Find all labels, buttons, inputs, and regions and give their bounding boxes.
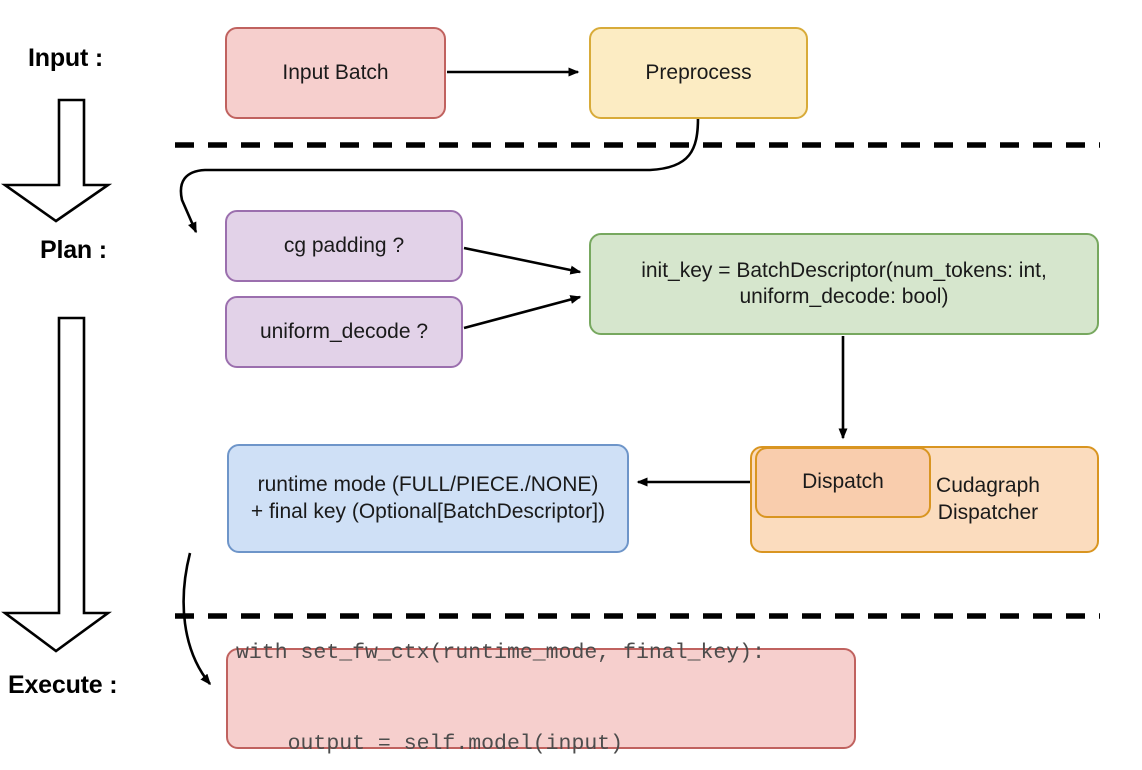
node-runtime-mode[interactable]: runtime mode (FULL/PIECE./NONE) + final … (227, 444, 629, 553)
node-cudagraph-dispatcher-line1: Cudagraph (936, 474, 1040, 498)
stage-label-plan: Plan : (40, 236, 107, 264)
node-init-key-line2: uniform_decode: bool) (739, 285, 949, 308)
node-init-key[interactable]: init_key = BatchDescriptor(num_tokens: i… (589, 233, 1099, 335)
node-execute-code-line1: with set_fw_ctx(runtime_mode, final_key)… (236, 641, 765, 666)
node-cg-padding-label: cg padding ? (283, 233, 405, 257)
node-init-key-text: init_key = BatchDescriptor(num_tokens: i… (641, 258, 1047, 311)
node-cg-padding[interactable]: cg padding ? (225, 210, 463, 282)
node-execute-code-text: with set_fw_ctx(runtime_mode, final_key)… (236, 578, 765, 770)
edge-uniform-decode-to-init-key (463, 295, 582, 330)
node-execute-code[interactable]: with set_fw_ctx(runtime_mode, final_key)… (226, 641, 856, 756)
node-runtime-mode-text: runtime mode (FULL/PIECE./NONE) + final … (251, 472, 605, 525)
node-runtime-mode-line2: + final key (Optional[BatchDescriptor]) (250, 499, 606, 523)
edge-cg-padding-to-init-key (463, 246, 582, 275)
node-cudagraph-dispatcher-line2: Dispatcher (937, 500, 1039, 524)
node-input-batch[interactable]: Input Batch (225, 27, 446, 119)
stage-arrow-input-to-plan (0, 98, 113, 223)
node-init-key-line1: init_key = BatchDescriptor(num_tokens: i… (641, 258, 1047, 282)
node-execute-code-line2: output = self.model(input) (236, 731, 624, 756)
stage-label-input: Input : (28, 44, 103, 72)
stage-arrow-plan-to-execute (1, 316, 112, 653)
node-preprocess-label: Preprocess (645, 60, 752, 84)
node-cudagraph-dispatcher-text: Cudagraph Dispatcher (899, 473, 1077, 526)
stage-label-execute: Execute : (8, 671, 118, 699)
node-uniform-decode-label: uniform_decode ? (259, 319, 429, 343)
node-runtime-mode-line1: runtime mode (FULL/PIECE./NONE) (257, 473, 599, 497)
node-preprocess[interactable]: Preprocess (589, 27, 808, 119)
node-dispatch-label: Dispatch (802, 470, 884, 494)
node-dispatch[interactable]: Dispatch (755, 447, 931, 518)
node-uniform-decode[interactable]: uniform_decode ? (225, 296, 463, 368)
node-input-batch-label: Input Batch (282, 60, 389, 84)
edge-runtime-mode-to-execute (182, 552, 212, 686)
